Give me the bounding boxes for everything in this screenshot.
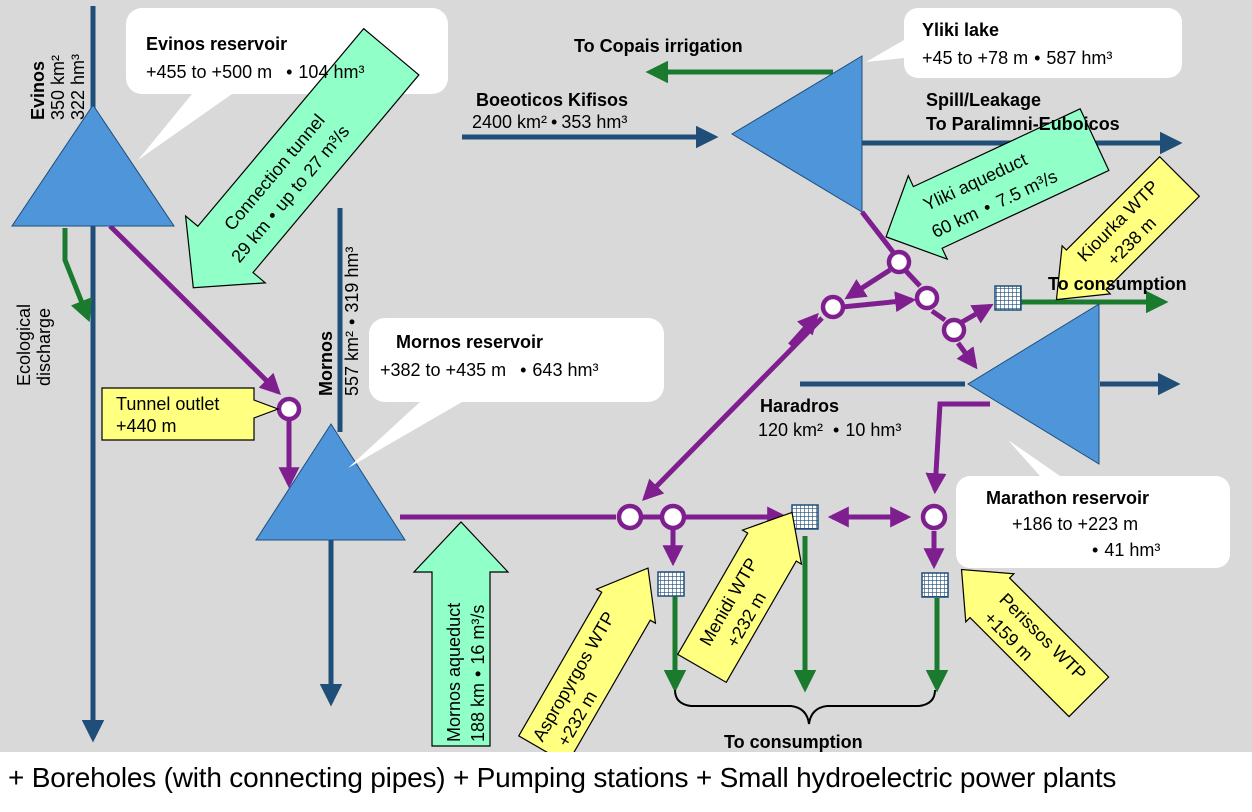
mornos-name: Mornos [316,331,336,396]
aspropyrgos-callout [517,567,657,752]
yliki-junction-3 [914,285,940,311]
marathon-bubble [956,440,1230,568]
marathon-title: Marathon reservoir [986,488,1149,508]
spill-line2: To Paralimni-Euboicos [926,114,1120,134]
mornos-aqueduct-line1: Mornos aqueduct [444,603,464,742]
marathon-outlet-line [925,401,990,495]
connection-tunnel-callout [184,27,420,289]
boeoticos-name: Boeoticos Kifisos [476,90,628,110]
diagonal-upper-arrow [788,312,819,347]
aqueduct-network [108,210,994,570]
mornos-stats: 557 km²•319 hm³ [342,247,362,396]
mornos-reservoir-info: +382 to +435 m•643 hm³ [380,360,598,380]
block-arrows [101,27,1201,752]
junction-down-2 [930,308,947,323]
link-right [841,291,917,313]
discharge-arrows [62,60,1169,693]
spill-line1: Spill/Leakage [926,90,1041,110]
to-kiourka-arrow [960,303,994,325]
evinos-reservoir-triangle [11,104,175,227]
kiourka-callout [1055,155,1201,301]
yliki-junction-2 [820,294,846,320]
marathon-detail: +186 to +223 m [1012,514,1138,534]
speech-bubbles [126,8,1230,568]
haradros-stats: 120 km²•10 hm³ [758,420,901,440]
evinos-reservoir-info: +455 to +500 m•104 hm³ [146,62,364,82]
yliki-outlet-line [860,210,895,254]
perissos-callout [960,568,1110,718]
yliki-bubble [866,8,1182,78]
mornos-aqueduct-callout [412,521,510,747]
yliki-junction-1 [886,249,912,275]
tunnel-outlet-junction [276,396,302,422]
water-supply-diagram: Evinos 350 km² 322 hm³ Evinos reservoir … [0,0,1252,752]
evinos-volume: 322 hm³ [68,54,88,120]
yliki-lake-triangle [731,55,863,213]
ecological-line1: Ecological [14,304,34,386]
menidi-wtp-icon [791,504,819,530]
marathon-reservoir-triangle [967,303,1100,465]
ecological-discharge-arrow [62,228,92,323]
junction-to-left [844,267,892,300]
yliki-to-mornos-diagonal [642,316,824,501]
mornos-reservoir-triangle [255,423,406,541]
boeoticos-stats: 2400 km²•353 hm³ [472,112,627,132]
haradros-name: Haradros [760,396,839,416]
yliki-info: +45 to +78 m•587 hm³ [922,48,1112,68]
menidi-callout [676,511,803,684]
marathon-junction [920,503,948,531]
consumption-bracket [674,689,936,725]
evinos-reservoir-title: Evinos reservoir [146,34,287,54]
connection-tunnel-line [108,224,281,395]
marathon-volume: •41 hm³ [1092,540,1160,560]
tunnel-outlet-line1: Tunnel outlet [116,394,219,414]
junctions [276,249,967,531]
aspropyrgos-wtp-icon [657,571,685,597]
copais-label: To Copais irrigation [574,36,743,56]
mornos-aqueduct-line2: 188 km•16 m³/s [468,605,488,742]
evinos-name: Evinos [28,61,48,120]
footer-text: + Boreholes (with connecting pipes) + Pu… [8,762,1117,793]
mornos-bubble [348,318,664,468]
mornos-reservoir-title: Mornos reservoir [396,332,543,352]
mornos-junction-2 [659,503,687,531]
consumption-bottom-label: To consumption [724,732,863,752]
reservoirs [11,55,1100,541]
yliki-junction-4 [941,317,967,343]
yliki-aqueduct-callout [885,108,1110,261]
consumption-right-label: To consumption [1048,274,1187,294]
footer-bar: + Boreholes (with connecting pipes) + Pu… [0,752,1252,812]
junction-down [903,268,922,288]
yliki-title: Yliki lake [922,20,999,40]
tunnel-outlet-callout [101,387,280,441]
mornos-junction-1 [616,503,644,531]
kiourka-wtp-icon [994,285,1022,311]
ecological-line2: discharge [34,308,54,386]
tunnel-outlet-line2: +440 m [116,416,177,436]
perissos-wtp-icon [921,572,949,598]
evinos-area: 350 km² [48,55,68,120]
to-marathon-arrow [955,341,978,370]
